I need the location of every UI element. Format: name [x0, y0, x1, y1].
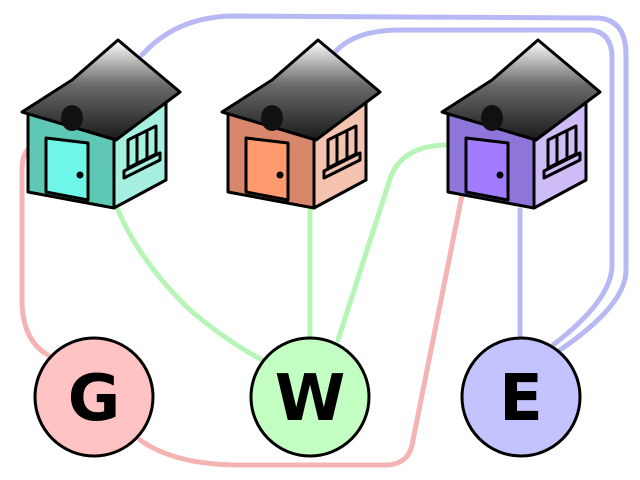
house-3-door-knob	[496, 171, 504, 179]
house-1-side-window-bars	[135, 131, 149, 164]
utility-gas-label: G	[68, 362, 121, 436]
house-2	[220, 38, 382, 210]
house-2-side-window-bars	[335, 131, 349, 164]
house-1-door-knob	[76, 171, 84, 179]
utility-electric: E	[460, 336, 582, 458]
utility-water: W	[249, 336, 371, 458]
house-1-window-sill	[122, 151, 162, 180]
utility-water-label: W	[275, 362, 346, 436]
water-line-house-1	[115, 207, 265, 363]
house-1-door	[44, 136, 90, 202]
gas-line-house-3	[137, 162, 471, 468]
electric-line-house-2	[332, 27, 615, 348]
house-3-attic-window	[481, 105, 503, 131]
house-2-door	[244, 136, 290, 202]
house-1-attic-window	[61, 105, 83, 131]
house-3	[440, 38, 602, 210]
utility-water-circle	[249, 336, 371, 458]
house-2-door-knob	[276, 171, 284, 179]
utility-electric-circle	[460, 336, 582, 458]
utility-gas: G	[33, 336, 155, 458]
electric-line-house-1	[139, 13, 629, 353]
house-3-door	[464, 136, 510, 202]
house-3-window-sill	[542, 151, 582, 180]
house-3-side-window-bars	[555, 131, 569, 164]
house-2-window-sill	[322, 151, 362, 180]
utility-gas-circle	[33, 336, 155, 458]
house-2-attic-window	[261, 105, 283, 131]
utility-electric-label: E	[499, 362, 543, 436]
water-line-house-3	[335, 142, 451, 343]
house-1	[20, 38, 182, 210]
